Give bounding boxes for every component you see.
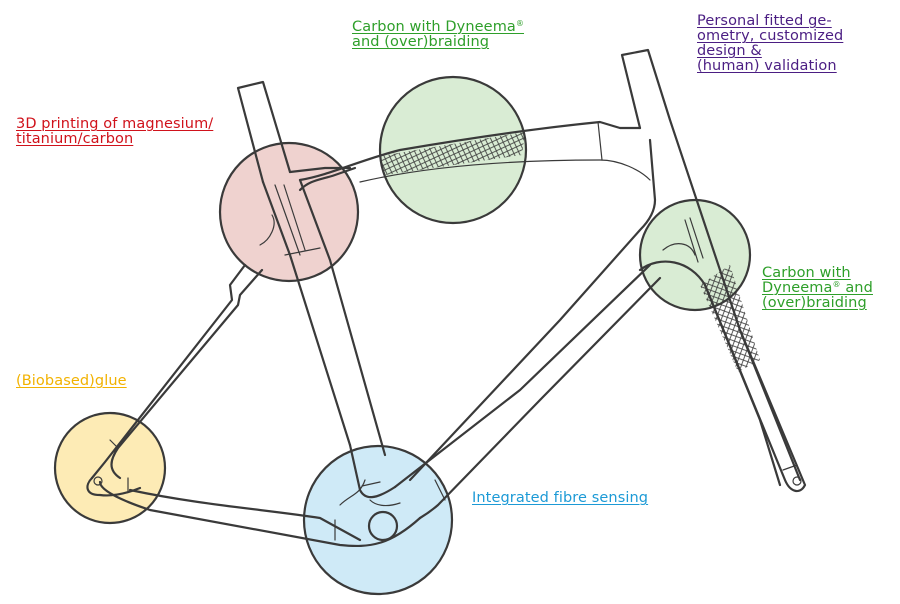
chainstay <box>98 480 422 548</box>
fork-dropout <box>792 476 802 486</box>
seatstay <box>90 263 264 480</box>
down-tube <box>393 263 662 520</box>
rear-dropout <box>86 476 142 497</box>
callout-circle-seat-cluster <box>218 141 360 283</box>
fork <box>703 283 807 493</box>
callout-circle-rear-dropout <box>53 411 167 525</box>
label-3d-printing: 3D printing of magnesium/ titanium/carbo… <box>16 116 214 147</box>
seat-tube <box>261 178 387 457</box>
seat-post <box>236 80 292 184</box>
label-fibre-sensing: Integrated fibre sensing <box>472 490 649 506</box>
label-personal-geometry: Personal fitted ge- ometry, customized d… <box>697 13 844 74</box>
label-top-tube-braiding: Carbon with Dyneema® and (over)braiding <box>352 19 525 50</box>
braid-pattern-top-tube <box>380 132 525 175</box>
bottom-bracket-shell <box>367 510 399 542</box>
top-tube <box>298 120 642 182</box>
head-tube <box>620 48 802 482</box>
label-biobased-glue: (Biobased)glue <box>16 373 127 389</box>
callout-circle-bottom-bracket <box>302 444 454 596</box>
label-fork-braiding: Carbon with Dyneema® and (over)braiding <box>762 265 873 311</box>
